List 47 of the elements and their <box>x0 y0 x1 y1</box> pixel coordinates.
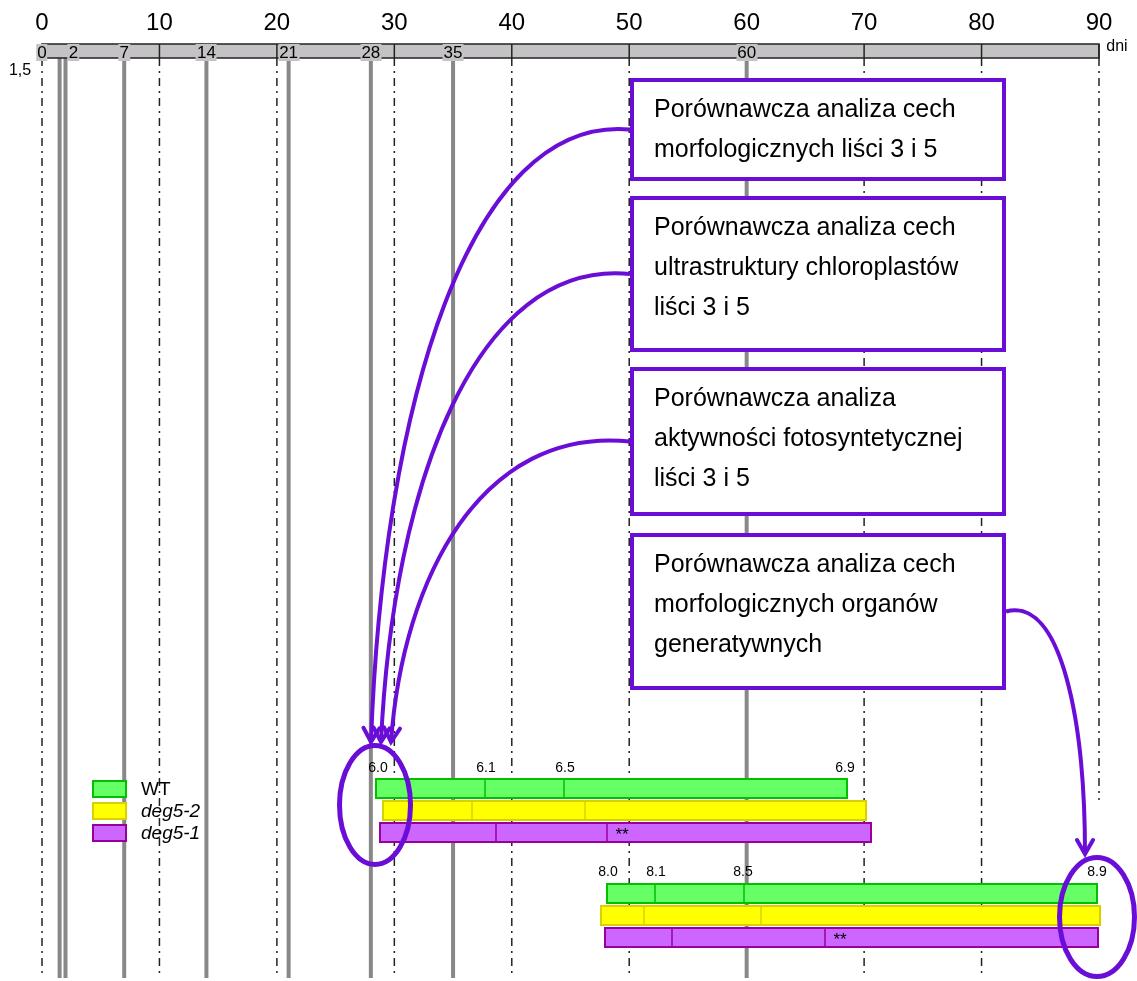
axis-number: 80 <box>968 10 995 34</box>
box-text: Porównawcza analiza cech morfologicznych liści 3 i 5 <box>654 93 957 164</box>
tick-label: 21 <box>278 44 300 61</box>
axis-number: 90 <box>1085 10 1113 34</box>
significance-mark: ** <box>615 826 629 843</box>
stage-label: 6.0 <box>368 760 388 774</box>
text-box <box>630 367 1006 516</box>
tick-label: 28 <box>360 44 382 61</box>
tick-label: 35 <box>442 44 464 61</box>
highlight-ellipse <box>337 743 413 867</box>
stage-label: 6.5 <box>555 760 575 774</box>
legend-label: deg5-2 <box>141 800 201 822</box>
axis-number: 0 <box>35 10 49 34</box>
axis-number: 40 <box>498 10 526 34</box>
highlight-ellipse <box>1057 855 1137 979</box>
curved-arrow <box>1005 608 1095 856</box>
axis-number: 50 <box>615 10 643 34</box>
curved-arrow <box>382 439 631 744</box>
stage-label: 6.9 <box>835 760 855 774</box>
text-box <box>630 196 1006 352</box>
stage-label: 6.1 <box>476 760 496 774</box>
box-text: Porównawcza analiza cech morfologicznych organów generatywnych <box>654 548 957 659</box>
box-text: Porównawcza analiza cech ultrastruktury chloroplastów liści 3 i 5 <box>654 211 960 322</box>
axis-number: 60 <box>733 10 760 34</box>
unit-label: dni <box>1106 38 1128 54</box>
tick-label: 0 <box>36 44 48 61</box>
axis-number: 10 <box>146 10 173 34</box>
axis-number: 30 <box>381 10 408 34</box>
text-box <box>630 533 1006 690</box>
stage-label: 8.5 <box>733 864 753 878</box>
axis-number: 70 <box>850 10 878 34</box>
tick-label: 2 <box>67 44 80 61</box>
curved-arrow <box>372 272 631 744</box>
stage-label: 8.9 <box>1087 864 1107 878</box>
significance-mark: ** <box>833 931 847 948</box>
stage-label: 8.1 <box>646 864 666 878</box>
tick-label: 60 <box>736 44 758 61</box>
legend-label: deg5-1 <box>141 822 201 844</box>
text-box <box>630 78 1006 181</box>
legend-label: WT <box>141 778 171 800</box>
axis-number: 20 <box>263 10 291 34</box>
box-text: Porównawcza analiza aktywności fotosyntetycznej liści 3 i 5 <box>654 382 964 493</box>
tick-label: 1,5 <box>8 62 32 78</box>
curved-arrow <box>361 127 631 744</box>
tick-label: 14 <box>195 44 217 61</box>
tick-label: 7 <box>118 44 130 61</box>
stage-label: 8.0 <box>598 864 618 878</box>
